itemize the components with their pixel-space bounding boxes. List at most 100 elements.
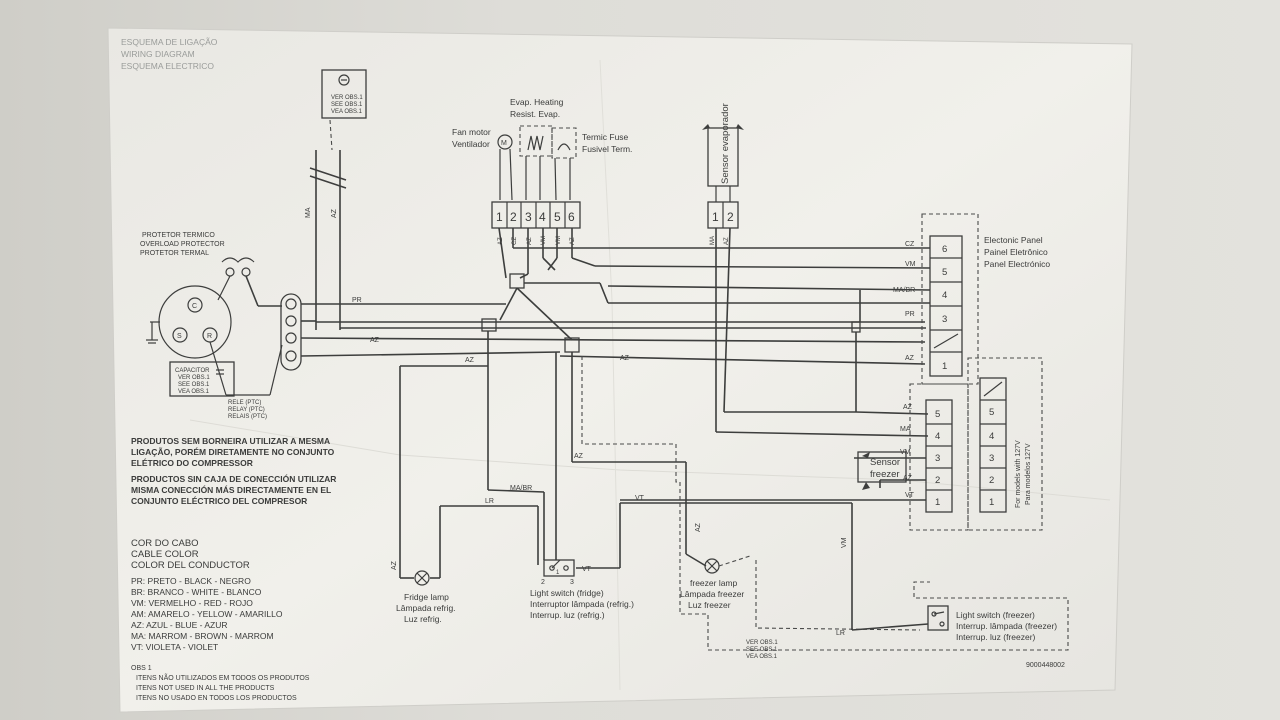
tb-pos-3: 3 [525,210,532,224]
cable-entry-az: AZ: AZUL - BLUE - AZUR [131,620,228,630]
ground-box: VER OBS.1 SEE OBS.1 VEA OBS.1 [321,69,367,119]
notice-pt: PRODUTOS SEM BORNEIRA UTILIZAR A MESMA L… [131,436,335,468]
freezer-lamp-line2: Lâmpada freezer [680,589,744,599]
panel-wire-az: AZ [905,355,915,362]
capacitor-note2: SEE OBS.1 [178,382,210,388]
freezer-lamp-line3: Luz freezer [688,600,731,610]
overload-label: PROTETOR TERMICO OVERLOAD PROTECTOR PROT… [140,232,225,257]
panel-pos-4: 4 [942,290,947,301]
fridge-lamp-line1: Fridge lamp [404,592,449,602]
compressor-terminal-s [172,327,188,343]
panel-pos-3: 3 [942,314,947,325]
wire-label-pr: PR [352,297,362,304]
sensor-evap-color-1: MA [710,236,716,245]
compressor: C S R [146,285,232,359]
notice-es-line2: MISMA CONECCIÓN MÁS DIRECTAMENTE EN EL [131,484,331,495]
switch-fridge-line2: Interruptor lâmpada (refrig.) [530,599,634,609]
lamp-icon [414,570,430,586]
paper-crease [599,59,621,691]
capacitor-box: CAPACITOR VER OBS.1 SEE OBS.1 VEA OBS.1 [169,361,235,397]
switch-freezer-line3: Interrup. luz (freezer) [956,632,1036,642]
panel-wire-pr: PR [905,311,915,318]
overload-protector [217,257,282,307]
fan-motor: M [497,134,513,201]
switch-freezer-line1: Light switch (freezer) [956,610,1035,620]
cable-entry-br: BR: BRANCO - WHITE - BLANCO [131,587,262,597]
overload-line2: OVERLOAD PROTECTOR [140,241,225,248]
overload-line1: PROTETOR TERMICO [142,232,215,239]
switch-t1: 1 [556,570,560,576]
freezer-lamp: freezer lamp Lâmpada freezer Luz freezer [680,553,751,610]
terminal-c-label: C [192,303,197,310]
cable-entry-ma: MA: MARROM - BROWN - MARROM [131,631,274,641]
p127alt-pos-2: 2 [989,475,994,486]
p127-wire-az: AZ [903,404,913,411]
obs-note: OBS 1 ITENS NÃO UTILIZADOS EM TODOS OS P… [131,665,310,702]
termic-fuse-line1: Termic Fuse [582,132,629,142]
fridge-lamp-line3: Luz refrig. [404,614,442,624]
tb-color-2: CZ [512,237,518,245]
capacitor-label: CAPACITOR [175,368,210,374]
p127alt-pos-3: 3 [989,453,994,464]
p127-pos-4: 4 [935,431,940,442]
wire-label-vt: VT [635,495,645,502]
terminal-block: 1 2 3 4 5 6 [491,201,581,229]
notice-pt-line2: LIGAÇÃO, PORÉM DIRETAMENTE NO CONJUNTO [131,447,335,457]
bottom-obs1: VER OBS.1 [746,640,778,646]
freezer-lamp-line1: freezer lamp [690,578,738,588]
notice-pt-line1: PRODUTOS SEM BORNEIRA UTILIZAR A MESMA [131,436,330,446]
panel-wire-vm: VM [905,261,916,268]
cable-color-legend: COR DO CABO CABLE COLOR COLOR DEL CONDUC… [131,538,283,652]
cable-entry-am: AM: AMARELO - YELLOW - AMARILLO [131,609,283,619]
evap-heating-label: Evap. Heating Resist. Evap. [510,97,564,119]
header-line2: WIRING DIAGRAM [121,49,195,59]
compressor-connector [280,293,302,371]
tb-pos-5: 5 [554,210,561,224]
sensor-evap-pos-1: 1 [712,210,719,224]
horizontal-buses [300,303,926,365]
diagonal-wires [499,282,930,341]
tb-color-3: AZ [527,237,533,245]
obs-title: OBS 1 [131,665,152,672]
panel-127v-alt: 5 4 3 2 1 For models with 127V Para mode… [967,357,1043,531]
wire-label-az-right: AZ [620,355,630,362]
switch-t2: 2 [541,579,545,586]
header: ESQUEMA DE LIGAÇÃO WIRING DIAGRAM ESQUEM… [121,37,218,71]
switch-t3: 3 [570,579,574,586]
sensor-freezer-line1: Sensor [870,457,900,468]
wire-label-vt-switch: VT [582,566,592,573]
fan-motor-line1: Fan motor [452,127,491,137]
tb-color-6: AZ [570,237,576,245]
paper-crease [189,419,1111,501]
ground-note3: VEA OBS.1 [331,109,363,115]
sensor-freezer: Sensor freezer [857,451,907,490]
p127-pos-1: 1 [935,497,940,508]
light-switch-fridge: 1 2 3 Light switch (fridge) Interruptor … [530,559,634,620]
notice-pt-line3: ELÉTRICO DO COMPRESSOR [131,458,253,468]
electronic-panel: 6 5 4 3 1 [921,213,979,385]
p127-pos-2: 2 [935,475,940,486]
fan-motor-line2: Ventilador [452,139,490,149]
sensor-evaporador: Sensor evaporador 1 2 MA AZ [702,103,744,432]
motor-symbol: M [501,140,507,147]
fridge-lamp: Fridge lamp Lâmpada refrig. Luz refrig. [396,570,456,624]
notice-es-line3: CONJUNTO ELÉCTRICO DEL COMPRESOR [131,496,307,506]
bottom-obs3: VEA OBS.1 [746,654,778,660]
obs-line3: ITENS NO USADO EN TODOS LOS PRODUCTOS [136,695,297,702]
compressor-terminal-c [187,297,203,313]
panel-pos-6: 6 [942,244,947,255]
wire-label-az-fridge: AZ [391,560,398,570]
wire-label-lr-freezer: LR [836,630,845,637]
p127alt-pos-5: 5 [989,407,994,418]
paper [107,27,1133,713]
panel-line3: Panel Electrónico [984,259,1050,269]
sensor-evap-label: Sensor evaporador [720,103,731,184]
wire-label-ma: MA [305,207,312,218]
evap-heating-line2: Resist. Evap. [510,109,560,119]
panel-label: Electonic Panel Painel Eletrônico Panel … [984,235,1050,269]
terminal-r-label: R [207,333,212,340]
switch-fridge-line1: Light switch (fridge) [530,588,604,598]
p127-wire-ma: MA [900,426,911,433]
p127alt-pos-4: 4 [989,431,994,442]
